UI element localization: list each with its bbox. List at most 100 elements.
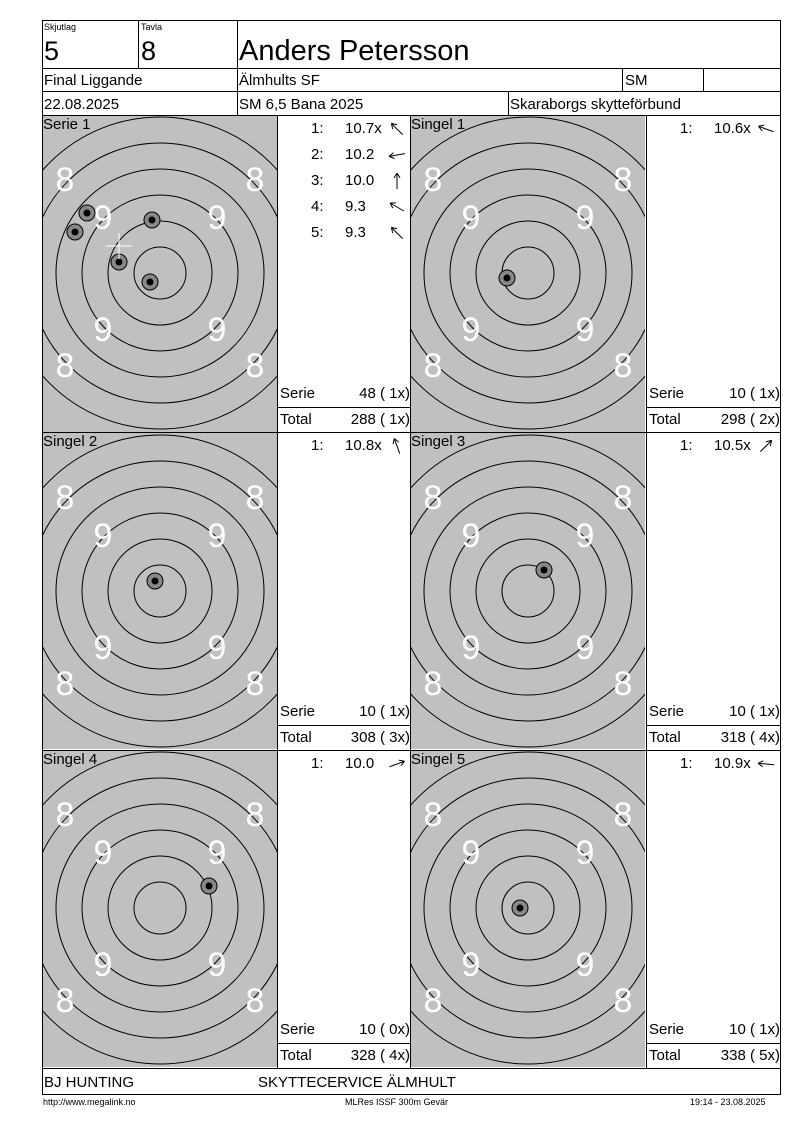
ring-number: 9 xyxy=(576,517,595,555)
skjutlag-value: 5 xyxy=(44,36,60,66)
direction-arrow-icon xyxy=(390,226,404,240)
target-ring xyxy=(423,486,633,696)
ring-number: 8 xyxy=(614,479,633,517)
print-timestamp: 19:14 - 23.08.2025 xyxy=(690,1097,766,1107)
target-ring xyxy=(43,116,277,430)
target-ring xyxy=(501,881,555,935)
ring-number: 8 xyxy=(424,982,443,1020)
target-ring xyxy=(411,777,645,1039)
shot-number: 2: xyxy=(311,146,324,163)
ring-number: 8 xyxy=(56,982,75,1020)
shot-hole xyxy=(535,561,553,579)
ring-number: 8 xyxy=(246,347,265,385)
ring-number: 9 xyxy=(462,629,481,667)
ring-number: 8 xyxy=(56,161,75,199)
ring-number: 9 xyxy=(576,946,595,984)
crosshair-icon xyxy=(106,233,132,259)
footer-url[interactable]: http://www.megalink.no xyxy=(43,1097,136,1107)
serie-value: 10 ( 1x) xyxy=(729,1021,780,1038)
shot-hole xyxy=(146,572,164,590)
target-ring xyxy=(107,855,213,961)
serie-value: 48 ( 1x) xyxy=(359,385,410,402)
target-ring xyxy=(133,881,187,935)
direction-arrow-icon xyxy=(390,122,404,136)
ring-number: 8 xyxy=(246,796,265,834)
sponsor-2: SKYTTECERVICE ÄLMHULT xyxy=(258,1074,456,1091)
ring-number: 9 xyxy=(94,834,113,872)
target-ring xyxy=(449,829,607,987)
ring-number: 9 xyxy=(94,517,113,555)
ring-number: 9 xyxy=(94,199,113,237)
ring-number: 8 xyxy=(614,347,633,385)
ring-number: 9 xyxy=(94,311,113,349)
shooter-name: Anders Petersson xyxy=(239,35,470,67)
shot-hole xyxy=(200,877,218,895)
shot-number: 1: xyxy=(311,120,324,137)
target-ring xyxy=(411,434,645,748)
ring-number: 8 xyxy=(246,665,265,703)
ring-number: 9 xyxy=(208,517,227,555)
serie-value: 10 ( 1x) xyxy=(359,703,410,720)
shot-number: 5: xyxy=(311,224,324,241)
ring-number: 9 xyxy=(208,199,227,237)
direction-arrow-icon xyxy=(393,173,401,189)
ring-number: 8 xyxy=(56,479,75,517)
ring-number: 8 xyxy=(424,796,443,834)
date: 22.08.2025 xyxy=(44,96,120,113)
target-ring xyxy=(43,142,277,404)
serie-value: 10 ( 1x) xyxy=(729,385,780,402)
shot-hole xyxy=(66,223,84,241)
target-ring xyxy=(475,855,581,961)
serie-label: Serie xyxy=(280,703,316,720)
ring-number: 8 xyxy=(56,796,75,834)
target-ring xyxy=(43,460,277,722)
panel-title: Singel 1 xyxy=(411,116,466,133)
target-ring xyxy=(81,194,239,352)
ring-number: 9 xyxy=(576,834,595,872)
target-ring xyxy=(449,512,607,670)
ring-number: 9 xyxy=(208,311,227,349)
total-value: 318 ( 4x) xyxy=(720,729,780,746)
ring-number: 9 xyxy=(208,629,227,667)
shot-value: 10.0 xyxy=(345,755,375,772)
target-ring xyxy=(411,116,645,430)
ring-number: 9 xyxy=(576,629,595,667)
shot-hole xyxy=(78,204,96,222)
serie-label: Serie xyxy=(649,385,685,402)
shot-value: 10.0 xyxy=(345,172,375,189)
direction-arrow-icon xyxy=(389,202,405,212)
total-value: 288 ( 1x) xyxy=(350,411,410,428)
serie-label: Serie xyxy=(280,385,316,402)
ring-number: 9 xyxy=(208,946,227,984)
ring-number: 8 xyxy=(614,161,633,199)
competition-tag: SM xyxy=(625,72,648,89)
shot-hole xyxy=(498,269,516,287)
target-ring xyxy=(423,803,633,1013)
target-ring xyxy=(475,220,581,326)
target-ring xyxy=(133,246,187,300)
panel-title: Serie 1 xyxy=(43,116,91,133)
skjutlag-label: Skjutlag xyxy=(44,22,77,32)
direction-arrow-icon xyxy=(388,152,405,159)
panel-title: Singel 2 xyxy=(43,433,98,450)
target-ring xyxy=(411,460,645,722)
total-value: 338 ( 5x) xyxy=(720,1047,780,1064)
ring-number: 8 xyxy=(56,665,75,703)
target-ring xyxy=(55,486,265,696)
software-name: MLRes ISSF 300m Gevär xyxy=(345,1097,449,1107)
ring-number: 8 xyxy=(424,479,443,517)
target-ring xyxy=(81,829,239,987)
ring-number: 9 xyxy=(94,946,113,984)
panel-title: Singel 5 xyxy=(411,751,466,768)
ring-number: 8 xyxy=(424,665,443,703)
target-ring xyxy=(107,538,213,644)
total-label: Total xyxy=(280,1047,312,1064)
direction-arrow-icon xyxy=(392,438,401,454)
panel-title: Singel 3 xyxy=(411,433,466,450)
sponsor-1: BJ HUNTING xyxy=(44,1074,134,1091)
event-name: SM 6,5 Bana 2025 xyxy=(239,96,364,113)
